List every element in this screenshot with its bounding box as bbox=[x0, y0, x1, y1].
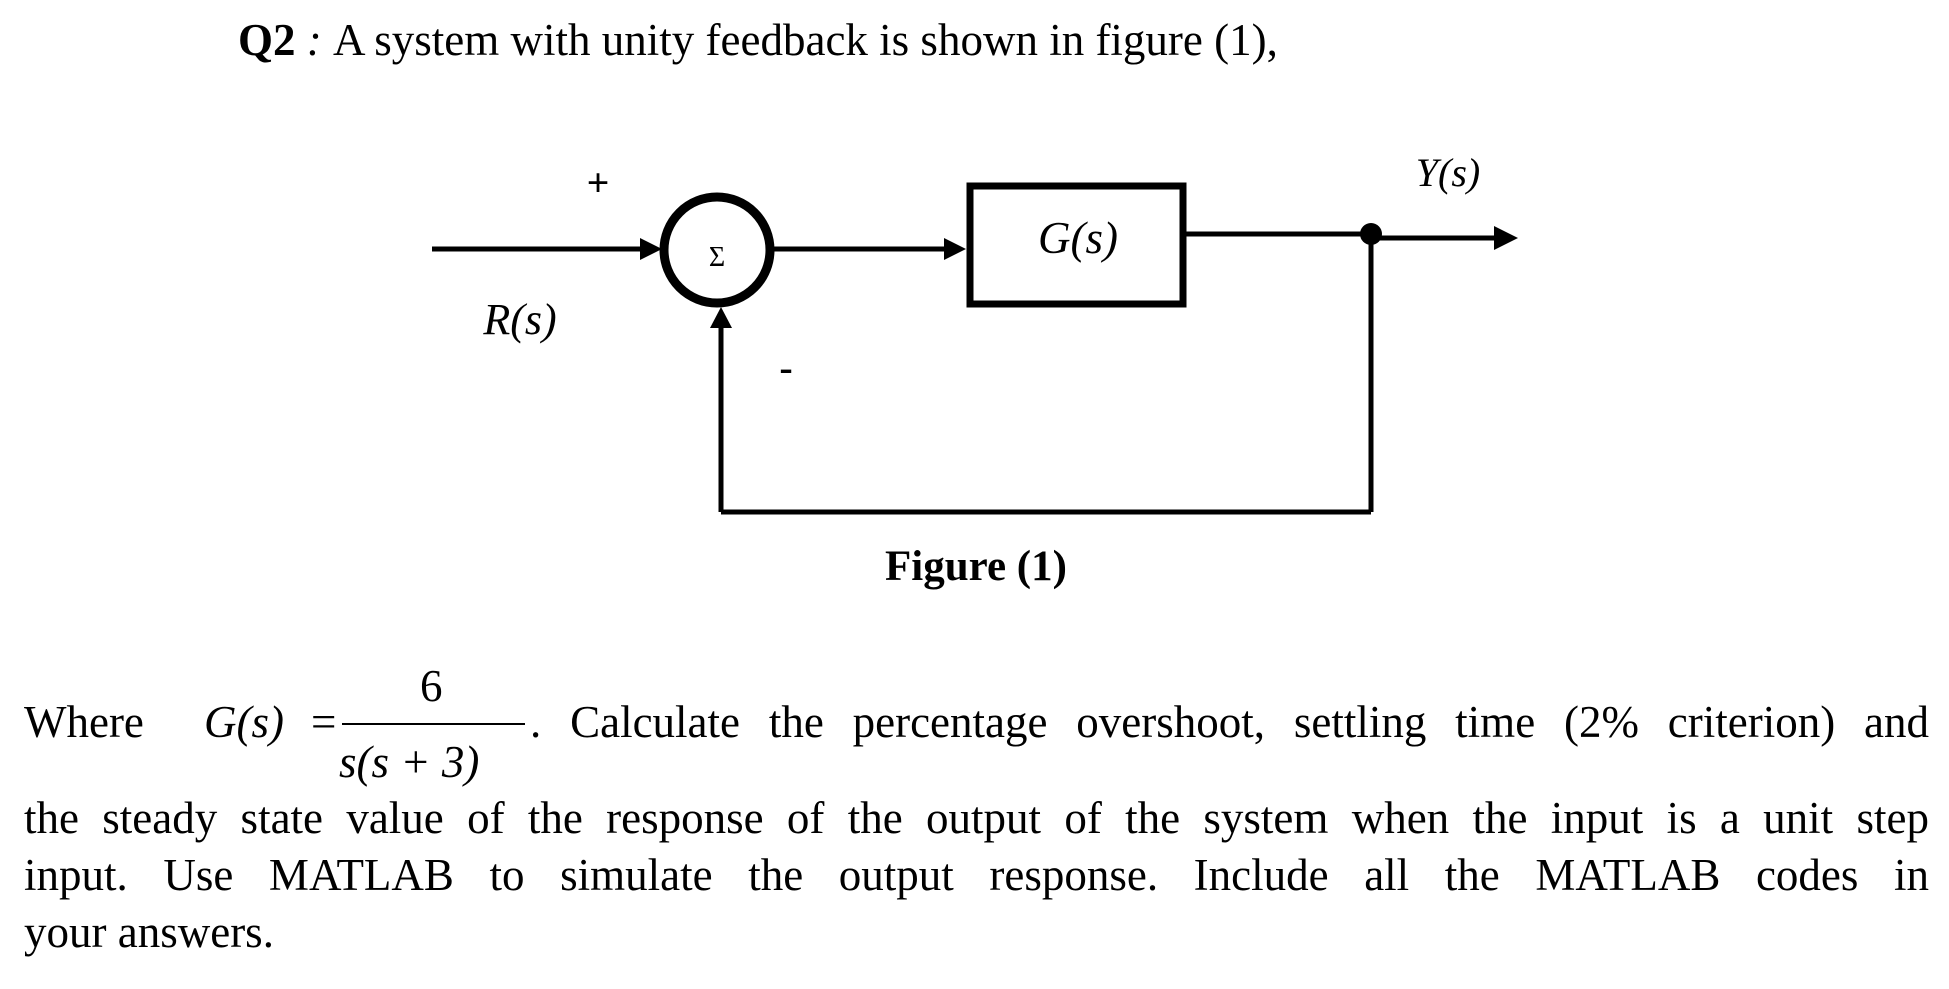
fraction-denominator: s(s + 3) bbox=[339, 737, 480, 787]
forward-arrowhead bbox=[944, 238, 966, 260]
equals-sign: = bbox=[311, 697, 337, 747]
paragraph-line-1: the steady state value of the response o… bbox=[24, 793, 1929, 843]
feedback-arrowhead bbox=[710, 307, 732, 328]
fraction-numerator: 6 bbox=[420, 661, 443, 711]
equation-trailing-text: . Calculate the percentage overshoot, se… bbox=[530, 697, 1929, 747]
paragraph-line-3: your answers. bbox=[24, 907, 274, 957]
figure-caption: Figure (1) bbox=[885, 543, 1067, 590]
transfer-function-block bbox=[966, 182, 1187, 308]
question-text: A system with unity feedback is shown in… bbox=[333, 15, 1278, 65]
question-label: Q2 bbox=[238, 15, 296, 65]
equation-lhs: G(s) bbox=[204, 697, 284, 747]
input-arrowhead bbox=[640, 238, 662, 260]
equation-line: Where G(s) = 6 s(s + 3) . Calculate the … bbox=[24, 660, 1929, 790]
block-label: G(s) bbox=[1038, 213, 1118, 263]
question-heading: Q2 : A system with unity feedback is sho… bbox=[238, 14, 1278, 66]
question-colon: : bbox=[295, 15, 334, 65]
question-paragraph: the steady state value of the response o… bbox=[24, 790, 1929, 961]
output-label: Y(s) bbox=[1416, 150, 1480, 195]
fraction-bar bbox=[342, 723, 525, 725]
paragraph-line-2: input. Use MATLAB to simulate the output… bbox=[24, 850, 1929, 900]
plus-sign: + bbox=[587, 160, 610, 205]
input-label: R(s) bbox=[482, 295, 556, 344]
output-arrowhead bbox=[1494, 226, 1518, 250]
minus-sign: - bbox=[779, 345, 792, 390]
sigma-symbol: Σ bbox=[709, 242, 725, 273]
where-word: Where bbox=[24, 697, 144, 747]
block-diagram: Σ G(s) + - R(s) Y(s) Figure (1) bbox=[432, 150, 1518, 590]
